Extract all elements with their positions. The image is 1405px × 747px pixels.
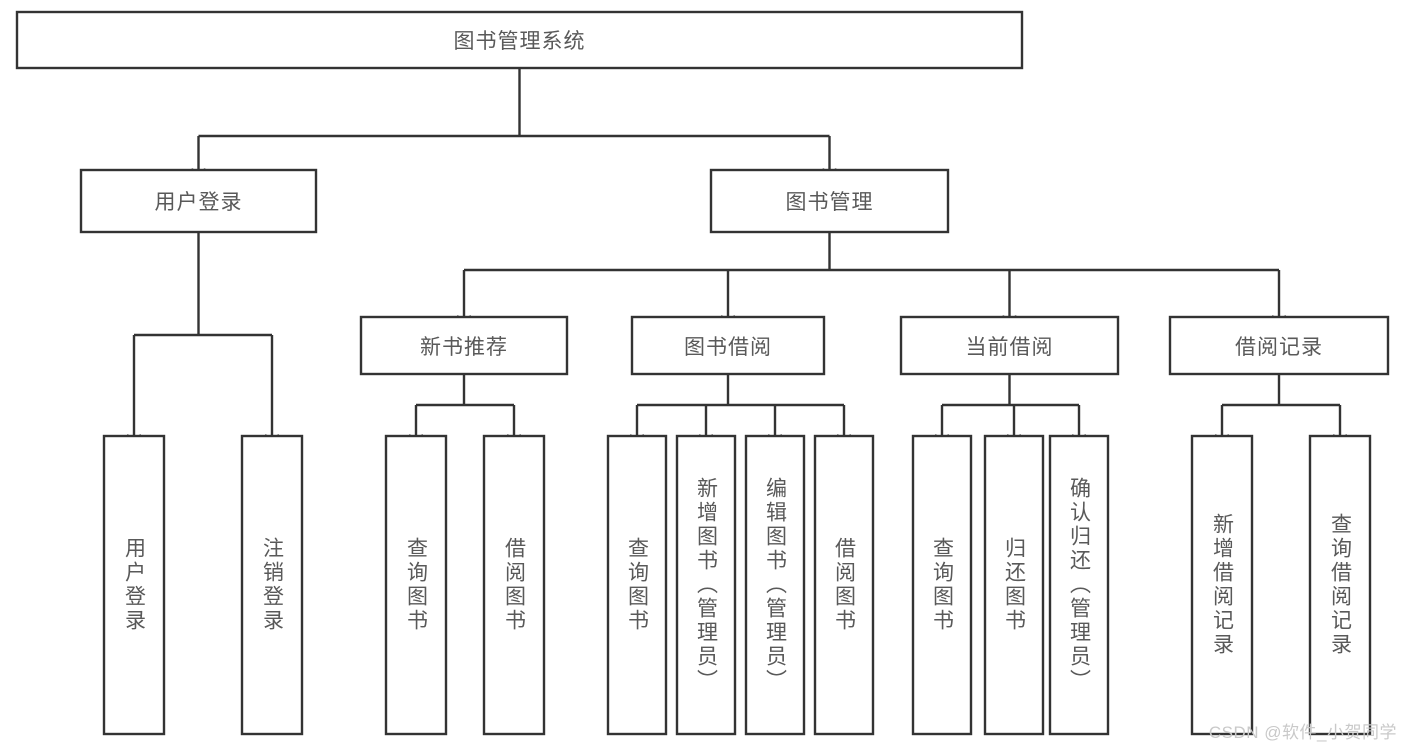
node-label-leaf-borrow-book-2: 借阅图书 [832, 537, 856, 633]
node-label-root: 图书管理系统 [453, 30, 586, 53]
node-label-leaf-confirm-return: 确认归还（管理员） [1067, 477, 1091, 693]
node-book-manage[interactable]: 图书管理 [709, 168, 950, 234]
node-label-wrap-leaf-add-record: 新增借阅记录 [1210, 513, 1234, 657]
node-leaf-logout[interactable]: 注销登录 [240, 434, 304, 736]
node-label-wrap-leaf-query-book-3: 查询图书 [930, 537, 954, 633]
node-borrow-record[interactable]: 借阅记录 [1168, 315, 1390, 376]
node-box-leaf-edit-book [744, 434, 806, 736]
node-box-root [15, 10, 1024, 70]
node-leaf-user-login[interactable]: 用户登录 [102, 434, 166, 736]
node-box-leaf-query-record [1308, 434, 1372, 736]
node-label-wrap-root: 图书管理系统 [453, 30, 586, 53]
node-label-leaf-return-book: 归还图书 [1002, 537, 1026, 633]
node-label-wrap-leaf-edit-book: 编辑图书（管理员） [763, 477, 787, 693]
node-layer: 图书管理系统用户登录图书管理新书推荐图书借阅当前借阅借阅记录用户登录注销登录查询… [15, 10, 1390, 736]
node-leaf-return-book[interactable]: 归还图书 [983, 434, 1045, 736]
node-leaf-query-book-3[interactable]: 查询图书 [911, 434, 973, 736]
node-box-leaf-borrow-book-1 [482, 434, 546, 736]
node-box-leaf-logout [240, 434, 304, 736]
node-label-wrap-leaf-query-book-2: 查询图书 [625, 537, 649, 633]
node-label-leaf-add-book: 新增图书（管理员） [694, 477, 718, 693]
node-label-wrap-user-login: 用户登录 [154, 191, 243, 214]
node-label-current-borrow: 当前借阅 [965, 335, 1054, 359]
edge-layer [127, 68, 1347, 446]
node-label-leaf-edit-book: 编辑图书（管理员） [763, 477, 787, 693]
node-book-borrow[interactable]: 图书借阅 [630, 315, 826, 376]
node-label-wrap-leaf-logout: 注销登录 [260, 537, 284, 633]
node-label-wrap-leaf-borrow-book-1: 借阅图书 [502, 537, 526, 633]
node-label-leaf-borrow-book-1: 借阅图书 [502, 537, 526, 633]
node-label-leaf-add-record: 新增借阅记录 [1210, 513, 1234, 657]
node-box-leaf-return-book [983, 434, 1045, 736]
node-label-leaf-query-book-2: 查询图书 [625, 537, 649, 633]
node-box-leaf-query-book-2 [606, 434, 668, 736]
node-label-leaf-query-book-1: 查询图书 [404, 537, 428, 633]
node-label-borrow-record: 借阅记录 [1235, 335, 1323, 359]
node-box-leaf-add-record [1190, 434, 1254, 736]
node-label-leaf-query-record: 查询借阅记录 [1328, 513, 1352, 657]
node-leaf-borrow-book-1[interactable]: 借阅图书 [482, 434, 546, 736]
node-leaf-add-record[interactable]: 新增借阅记录 [1190, 434, 1254, 736]
node-user-login[interactable]: 用户登录 [79, 168, 318, 234]
node-leaf-borrow-book-2[interactable]: 借阅图书 [813, 434, 875, 736]
node-leaf-add-book[interactable]: 新增图书（管理员） [675, 434, 737, 736]
node-box-new-book-rec [359, 315, 569, 376]
node-leaf-edit-book[interactable]: 编辑图书（管理员） [744, 434, 806, 736]
node-new-book-rec[interactable]: 新书推荐 [359, 315, 569, 376]
node-label-new-book-rec: 新书推荐 [420, 335, 508, 359]
node-box-leaf-user-login [102, 434, 166, 736]
node-box-leaf-borrow-book-2 [813, 434, 875, 736]
node-leaf-query-record[interactable]: 查询借阅记录 [1308, 434, 1372, 736]
node-box-leaf-query-book-1 [384, 434, 448, 736]
node-leaf-confirm-return[interactable]: 确认归还（管理员） [1048, 434, 1110, 736]
node-label-book-borrow: 图书借阅 [684, 335, 772, 359]
node-box-current-borrow [899, 315, 1120, 376]
node-leaf-query-book-1[interactable]: 查询图书 [384, 434, 448, 736]
node-label-wrap-leaf-query-book-1: 查询图书 [404, 537, 428, 633]
node-label-wrap-leaf-confirm-return: 确认归还（管理员） [1067, 477, 1091, 693]
node-box-leaf-confirm-return [1048, 434, 1110, 736]
node-label-book-manage: 图书管理 [785, 191, 874, 214]
node-current-borrow[interactable]: 当前借阅 [899, 315, 1120, 376]
node-leaf-query-book-2[interactable]: 查询图书 [606, 434, 668, 736]
node-label-wrap-leaf-query-record: 查询借阅记录 [1328, 513, 1352, 657]
node-box-leaf-add-book [675, 434, 737, 736]
node-label-leaf-user-login: 用户登录 [122, 537, 146, 633]
node-label-user-login: 用户登录 [154, 191, 243, 214]
node-label-wrap-leaf-user-login: 用户登录 [122, 537, 146, 633]
node-box-borrow-record [1168, 315, 1390, 376]
node-label-wrap-new-book-rec: 新书推荐 [420, 335, 508, 359]
node-label-wrap-book-manage: 图书管理 [785, 191, 874, 214]
node-label-wrap-leaf-add-book: 新增图书（管理员） [694, 477, 718, 693]
node-label-leaf-logout: 注销登录 [260, 537, 284, 633]
node-box-book-manage [709, 168, 950, 234]
node-box-user-login [79, 168, 318, 234]
node-box-leaf-query-book-3 [911, 434, 973, 736]
node-label-leaf-query-book-3: 查询图书 [930, 537, 954, 633]
node-root[interactable]: 图书管理系统 [15, 10, 1024, 70]
node-label-wrap-leaf-borrow-book-2: 借阅图书 [832, 537, 856, 633]
node-box-book-borrow [630, 315, 826, 376]
node-label-wrap-leaf-return-book: 归还图书 [1002, 537, 1026, 633]
node-label-wrap-book-borrow: 图书借阅 [684, 335, 772, 359]
node-label-wrap-current-borrow: 当前借阅 [965, 335, 1054, 359]
node-label-wrap-borrow-record: 借阅记录 [1235, 335, 1323, 359]
